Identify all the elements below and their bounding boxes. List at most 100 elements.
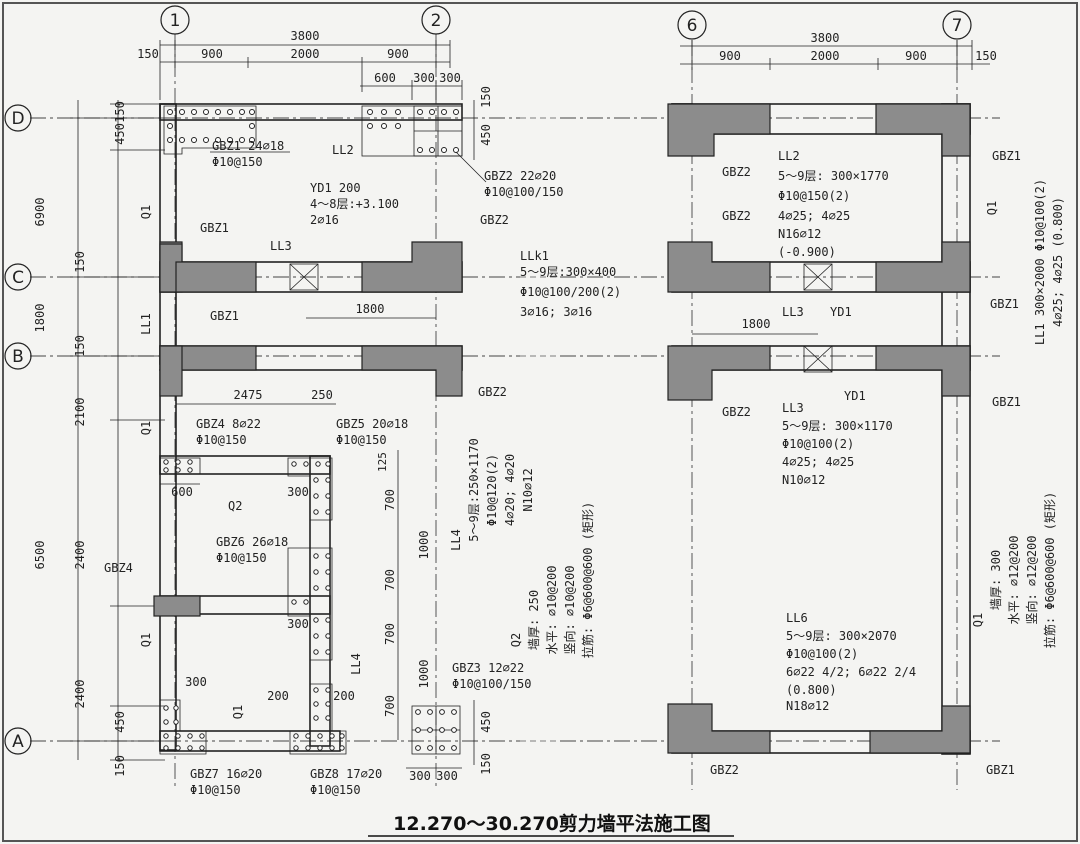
gbz1-rebar [167,109,255,143]
ll1-v-note-1: LL1 300×2000 Φ10@100(2) [1033,179,1047,345]
axis-C-label: C [12,268,24,288]
r-label-gbz1-c: GBZ1 [992,395,1021,409]
dim-200-b: 200 [333,689,355,703]
label-gbz1-top-2: Φ10@150 [212,155,263,169]
r-label-gbz2-c: GBZ2 [722,405,751,419]
ll1-v-note-2: 4⌀25; 4⌀25 (0.800) [1051,197,1065,327]
label-ll4-v: LL4 [349,653,363,675]
r-dim-3800: 3800 [811,31,840,45]
ll6-note-3: Φ10@100(2) [786,647,858,661]
dim-300: 300 [413,71,435,85]
dim-r-450: 450 [479,124,493,146]
label-gbz8: GBZ8 17⌀20 [310,767,382,781]
r-dim-900-right: 900 [905,49,927,63]
label-q1-b: Q1 [139,421,153,435]
label-gbz4: GBZ4 8⌀22 [196,417,261,431]
q1-v-note-4: 竖向: ⌀12@200 [1024,535,1039,624]
dim-300b: 300 [439,71,461,85]
label-gbz8-2: Φ10@150 [310,783,361,797]
dim-3800: 3800 [291,29,320,43]
dim-v-450-top: 450 [113,123,127,145]
dim-2000: 2000 [291,47,320,61]
label-q2: Q2 [228,499,242,513]
ll6-note-6: N18⌀12 [786,699,829,713]
gbz-columns-left [153,241,463,617]
top-dimensions: 3800 150 900 2000 900 600 300 300 [137,29,463,100]
q2-note-1: Q2 [509,633,523,647]
dim-600: 600 [374,71,396,85]
label-llk1-4: 3⌀16; 3⌀16 [520,305,592,319]
ll4-note-2: 5～9层:250×1170 [467,438,481,541]
label-gbz3: GBZ3 12⌀22 [452,661,524,675]
axis-7-label: 7 [952,16,963,36]
axis-1-label: 1 [170,11,181,31]
r-dim-2000: 2000 [811,49,840,63]
label-ll3: LL3 [270,239,292,253]
labels-left: GBZ1 24⌀18 Φ10@150 GBZ2 22⌀20 Φ10@100/15… [104,139,621,797]
q1-v-note-5: 拉筋: Φ6@600@600 (矩形) [1042,492,1057,648]
ll2-note-5: N16⌀12 [778,227,821,241]
label-gbz6-2: Φ10@150 [216,551,267,565]
ll4-note-4: 4⌀20; 4⌀20 [503,454,517,526]
label-gbz2-c: GBZ2 [480,213,509,227]
ll3-note-1: LL3 [782,401,804,415]
label-yd1-1: YD1 200 [310,181,361,195]
dim-125: 125 [376,452,389,472]
q2-note-2: 墙厚: 250 [527,590,541,650]
label-gbz4-2: Φ10@150 [196,433,247,447]
dim-700-c: 700 [383,623,397,645]
rebar-elements-left [159,105,463,755]
label-ll2: LL2 [332,143,354,157]
axis-bubbles: 1 2 6 7 D C B A [4,5,972,755]
ll3-note-2: 5～9层: 300×1170 [782,419,893,433]
left-dimensions: 150 450 6900 150 1800 150 2100 6500 2400… [33,100,165,777]
label-gbz7-2: Φ10@150 [190,783,241,797]
label-gbz1-c: GBZ1 [200,221,229,235]
r-label-q1: Q1 [985,201,999,215]
ll2-note-2: 5～9层: 300×1770 [778,169,889,183]
dim-v-2400a: 2400 [73,541,87,570]
label-gbz5: GBZ5 20⌀18 [336,417,408,431]
r-label-gbz1-a: GBZ1 [992,149,1021,163]
dim-1000-a: 1000 [417,531,431,560]
dim-200-a: 200 [267,689,289,703]
dim-v-450-bottom: 450 [113,711,127,733]
dim-1000-b: 1000 [417,660,431,689]
gbz-columns-right [667,103,971,754]
dim-2475: 2475 [234,388,263,402]
ll4-note: LL4 5～9层:250×1170 Φ10@120(2) 4⌀20; 4⌀20 … [449,438,535,551]
r-label-gbz1-d: GBZ1 [986,763,1015,777]
dim-700-d: 700 [383,695,397,717]
q1-v-note-3: 水平: ⌀12@200 [1007,535,1021,624]
r-dim-150: 150 [975,49,997,63]
ll4-note-3: Φ10@120(2) [485,454,499,526]
r-label-gbz2-b: GBZ2 [722,209,751,223]
r-label-ll3: LL3 [782,305,804,319]
label-gbz1-b: GBZ1 [210,309,239,323]
axis-6-label: 6 [687,16,698,36]
label-gbz3-2: Φ10@100/150 [452,677,531,691]
ll4-note-5: N10⌀12 [521,468,535,511]
label-gbz1-top: GBZ1 24⌀18 [212,139,284,153]
r-label-gbz2-d: GBZ2 [710,763,739,777]
r-dim-900-left: 900 [719,49,741,63]
dim-300-bot2: 300 [436,769,458,783]
label-q1-c: Q1 [139,633,153,647]
r-label-gbz2-a: GBZ2 [722,165,751,179]
ll6-note-2: 5～9层: 300×2070 [786,629,897,643]
link-lines [520,117,560,742]
top-dimensions-right: 3800 900 2000 900 150 [680,31,997,70]
ll2-note-3: Φ10@150(2) [778,189,850,203]
label-gbz7: GBZ7 16⌀20 [190,767,262,781]
dim-700-b: 700 [383,569,397,591]
label-q1-a: Q1 [139,205,153,219]
interior-dims-left: 1800 2475 250 125 600 300 700 1000 700 7… [160,302,462,783]
label-yd1-2: 4～8层:+3.100 [310,197,399,211]
ll2-note-1: LL2 [778,149,800,163]
dim-v-6500: 6500 [33,541,47,570]
q2-note-3: 水平: ⌀10@200 [545,565,559,654]
labels-right: GBZ2 GBZ1 GBZ2 GBZ1 GBZ2 GBZ1 GBZ2 GBZ1 … [710,149,1065,777]
label-gbz2-top: GBZ2 22⌀20 [484,169,556,183]
q2-note-4: 竖向: ⌀10@200 [562,565,577,654]
